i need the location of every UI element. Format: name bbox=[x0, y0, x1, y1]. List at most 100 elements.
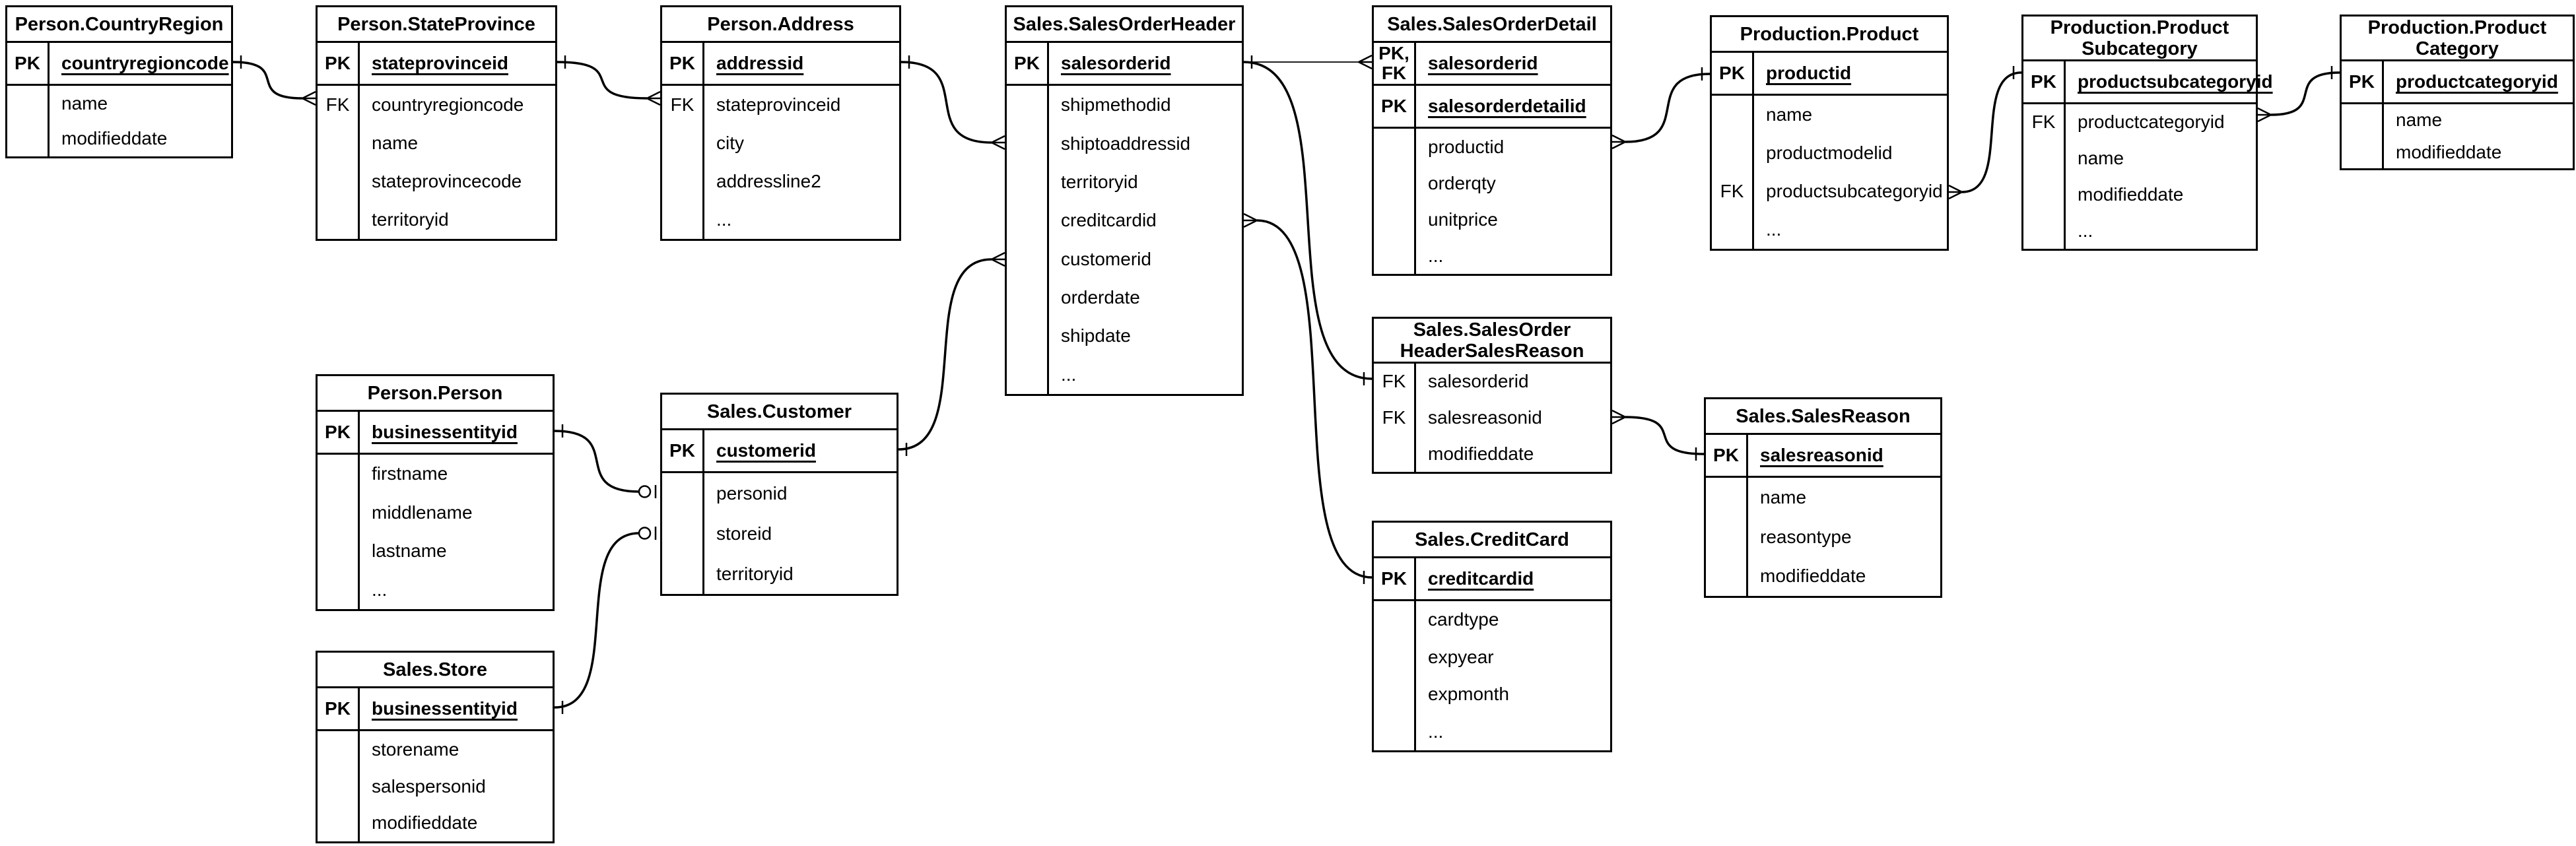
key-field-name: productid bbox=[1766, 63, 1852, 83]
empty-tag bbox=[1007, 86, 1049, 125]
empty-tag bbox=[662, 473, 704, 513]
relation-address-salesorderheader[interactable] bbox=[900, 55, 1005, 150]
key-field-name: productsubcategoryid bbox=[2078, 71, 2273, 92]
relation-headersalesreason-salesreason[interactable] bbox=[1611, 409, 1705, 461]
field-name: territoryid bbox=[1061, 171, 1138, 192]
attribute-row: territoryid bbox=[662, 554, 897, 594]
attribute-row: name bbox=[7, 86, 231, 121]
field-name: stateprovinceid bbox=[716, 94, 841, 115]
attribute-row: modifieddate bbox=[2023, 176, 2256, 213]
attribute-row: salespersonid bbox=[318, 767, 553, 805]
field-name: unitprice bbox=[1428, 209, 1498, 230]
relation-customer-salesorderheader[interactable] bbox=[898, 251, 1005, 456]
cardinality-marker bbox=[1358, 54, 1373, 63]
fk-tag: FK bbox=[318, 86, 360, 124]
empty-tag bbox=[2023, 212, 2066, 249]
relation-salesorderheader-headersalesreason[interactable] bbox=[1243, 61, 1373, 385]
table-title: Sales.SalesOrderHeader bbox=[1007, 7, 1242, 43]
field-name: modifieddate bbox=[1428, 443, 1534, 464]
key-tag: PK bbox=[1374, 558, 1416, 599]
key-tag: PK bbox=[318, 412, 360, 453]
attribute-row: territoryid bbox=[1007, 162, 1242, 202]
relation-person-customer[interactable] bbox=[554, 424, 657, 498]
field-name: middlename bbox=[372, 502, 473, 523]
relation-salesorderdetail-product[interactable] bbox=[1611, 67, 1711, 150]
attribute-row: productid bbox=[1374, 129, 1610, 165]
cardinality-marker bbox=[646, 90, 661, 100]
table-title: Production.Product Subcategory bbox=[2023, 16, 2256, 61]
cardinality-marker bbox=[991, 135, 1005, 144]
empty-tag bbox=[1374, 676, 1416, 713]
attribute-row: storeid bbox=[662, 513, 897, 554]
cardinality-marker bbox=[1358, 61, 1373, 70]
empty-tag bbox=[1374, 436, 1416, 472]
relation-product-productsubcategory[interactable] bbox=[1948, 66, 2022, 200]
field-name: cardtype bbox=[1428, 609, 1499, 630]
field-name: shiptoaddressid bbox=[1061, 133, 1191, 154]
empty-tag bbox=[662, 162, 704, 201]
key-tag: PK, FK bbox=[1374, 43, 1416, 84]
field-name: expyear bbox=[1428, 646, 1494, 667]
relation-salesorderheader-creditcard[interactable] bbox=[1243, 212, 1373, 584]
field-name: ... bbox=[1428, 245, 1444, 266]
field-name: productsubcategoryid bbox=[1766, 181, 1943, 201]
field-name: modifieddate bbox=[2396, 141, 2502, 162]
relation-store-customer[interactable] bbox=[554, 527, 657, 714]
cardinality-marker bbox=[991, 251, 1005, 261]
empty-tag bbox=[318, 767, 360, 805]
empty-tag bbox=[318, 455, 360, 494]
field-name: ... bbox=[1428, 721, 1444, 742]
field-name: name bbox=[1766, 104, 1813, 125]
field-name: orderqty bbox=[1428, 172, 1496, 193]
key-field-name: salesreasonid bbox=[1760, 445, 1883, 465]
table-title: Person.Address bbox=[662, 7, 899, 43]
attribute-row: modifieddate bbox=[7, 121, 231, 156]
relation-productsubcategory-productcategory[interactable] bbox=[2257, 66, 2340, 123]
attribute-row: ... bbox=[2023, 212, 2256, 249]
table-title: Production.Product bbox=[1712, 17, 1947, 53]
attribute-row: modifieddate bbox=[2342, 136, 2573, 168]
empty-tag bbox=[1374, 201, 1416, 238]
attribute-row: expyear bbox=[1374, 638, 1610, 676]
table-title: Sales.SalesReason bbox=[1706, 399, 1940, 435]
relation-stateprovince-address[interactable] bbox=[557, 55, 661, 106]
attribute-row: storename bbox=[318, 731, 553, 768]
key-field-name: salesorderid bbox=[1061, 53, 1171, 73]
key-field-name: businessentityid bbox=[372, 698, 518, 719]
field-name: ... bbox=[716, 209, 732, 230]
cardinality-marker bbox=[646, 97, 661, 106]
field-name: name bbox=[372, 133, 419, 153]
relation-countryregion-stateprovince[interactable] bbox=[232, 55, 316, 106]
attribute-row: lastname bbox=[318, 532, 553, 571]
relation-line bbox=[1961, 71, 2022, 193]
